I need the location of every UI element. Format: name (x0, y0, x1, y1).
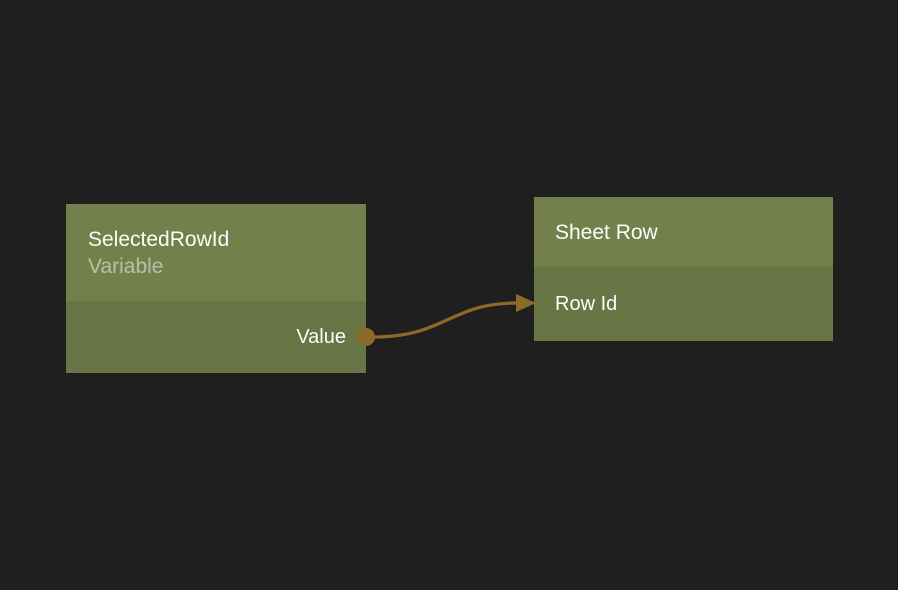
node-selectedrowid-header: SelectedRowId Variable (66, 204, 366, 301)
node-sheet-row-body: Row Id (534, 267, 833, 341)
node-title: Sheet Row (555, 220, 658, 244)
node-selectedrowid[interactable]: SelectedRowId Variable Value (66, 204, 375, 373)
node-sheet-row[interactable]: Sheet Row Row Id (534, 197, 833, 341)
output-port-label: Value (296, 325, 346, 348)
connection-arrowhead-icon (516, 294, 536, 312)
input-port-label: Row Id (555, 292, 618, 315)
node-subtitle: Variable (88, 254, 164, 278)
output-port-dot[interactable] (357, 328, 375, 346)
node-selectedrowid-body: Value (66, 301, 375, 373)
node-title: SelectedRowId (88, 227, 230, 251)
connection-wire[interactable] (372, 301, 519, 339)
node-sheet-row-header: Sheet Row (534, 197, 833, 267)
